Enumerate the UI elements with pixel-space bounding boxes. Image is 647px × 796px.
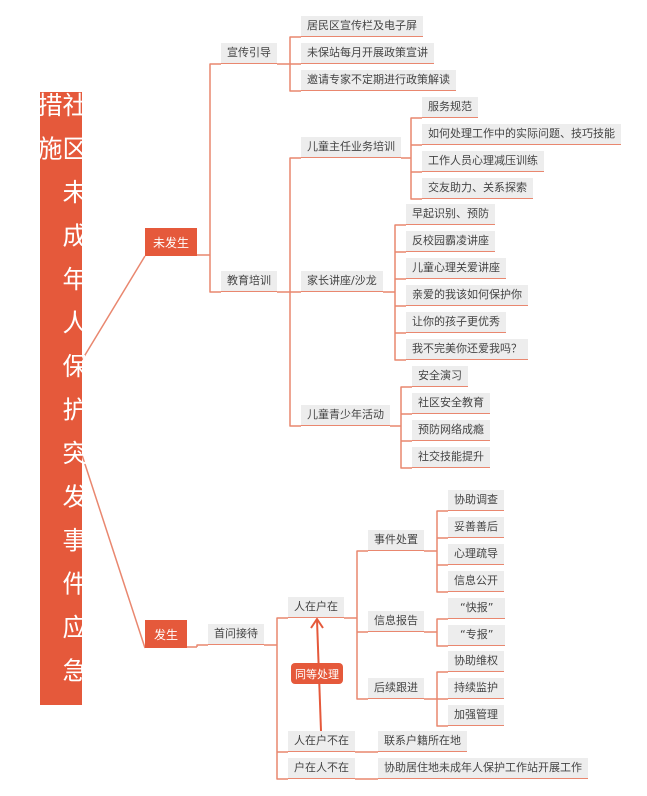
node-director-training[interactable]: 儿童主任业务培训 (301, 137, 401, 158)
node-item[interactable]: 早起识别、预防 (406, 204, 495, 225)
node-item[interactable]: 工作人员心理减压训练 (422, 151, 544, 172)
root-title: 社区未成年人保护突发事件应急措施 (34, 92, 88, 701)
node-item[interactable]: 如何处理工作中的实际问题、技巧技能 (422, 124, 621, 145)
node-item[interactable]: 社交技能提升 (412, 447, 490, 468)
node-item[interactable]: 心理疏导 (448, 544, 504, 565)
node-item[interactable]: 协助维权 (448, 651, 504, 672)
node-item[interactable]: 亲爱的我该如何保护你 (406, 285, 528, 306)
node-item[interactable]: 安全演习 (412, 366, 468, 387)
branch-connector (424, 671, 448, 727)
branch-connector (344, 550, 368, 700)
node-handling[interactable]: 事件处置 (368, 530, 424, 551)
node-item[interactable]: 反校园霸凌讲座 (406, 231, 495, 252)
branch-connector (390, 386, 412, 469)
node-first-reception[interactable]: 首问接待 (208, 624, 264, 645)
node-parent-lectures[interactable]: 家长讲座/沙龙 (301, 271, 383, 292)
branch-connector (424, 618, 448, 647)
root-connector (81, 454, 146, 649)
node-education[interactable]: 教育培训 (221, 271, 277, 292)
node-item[interactable]: “专报” (448, 625, 506, 646)
branch-connector (383, 224, 406, 361)
node-item[interactable]: 邀请专家不定期进行政策解读 (301, 70, 456, 91)
node-item[interactable]: 妥善善后 (448, 517, 504, 538)
node-item[interactable]: “快报” (448, 598, 506, 619)
branch-connector (424, 510, 448, 593)
node-item[interactable]: 协助居住地未成年人保护工作站开展工作 (378, 758, 588, 779)
root-node[interactable]: 社区未成年人保护突发事件应急措施 (34, 92, 88, 705)
node-publicity[interactable]: 宣传引导 (221, 43, 277, 64)
node-item[interactable]: 未保站每月开展政策宣讲 (301, 43, 434, 64)
root-connector (81, 255, 146, 361)
node-item[interactable]: 联系户籍所在地 (378, 731, 467, 752)
node-reporting[interactable]: 信息报告 (368, 611, 424, 632)
node-occurred[interactable]: 发生 (145, 620, 187, 648)
node-item[interactable]: 加强管理 (448, 705, 504, 726)
node-item[interactable]: 居民区宣传栏及电子屏 (301, 16, 423, 37)
node-item[interactable]: 儿童心理关爱讲座 (406, 258, 506, 279)
node-present[interactable]: 人在户在 (288, 597, 344, 618)
branch-connector (187, 644, 208, 648)
node-item[interactable]: 预防网络成瘾 (412, 420, 490, 441)
node-item[interactable]: 我不完美你还爱我吗？ (406, 339, 528, 360)
node-item[interactable]: 让你的孩子更优秀 (406, 312, 506, 333)
node-item[interactable]: 社区安全教育 (412, 393, 490, 414)
branch-connector (277, 36, 301, 92)
node-not-occurred[interactable]: 未发生 (145, 228, 197, 256)
node-item[interactable]: 服务规范 (422, 97, 478, 118)
node-item[interactable]: 信息公开 (448, 571, 504, 592)
branch-connector (197, 63, 221, 293)
arrow-head-icon (310, 617, 324, 629)
equal-treatment-tag[interactable]: 同等处理 (291, 663, 343, 684)
node-item[interactable]: 交友助力、关系探索 (422, 178, 533, 199)
node-person-absent[interactable]: 人在户不在 (288, 731, 355, 752)
node-item[interactable]: 持续监护 (448, 678, 504, 699)
branch-connector (264, 617, 288, 780)
node-item[interactable]: 协助调查 (448, 490, 504, 511)
node-followup[interactable]: 后续跟进 (368, 678, 424, 699)
node-household-absent[interactable]: 户在人不在 (288, 758, 355, 779)
branch-connector (401, 117, 422, 200)
node-youth-activities[interactable]: 儿童青少年活动 (301, 405, 390, 426)
branch-connector (277, 157, 301, 427)
